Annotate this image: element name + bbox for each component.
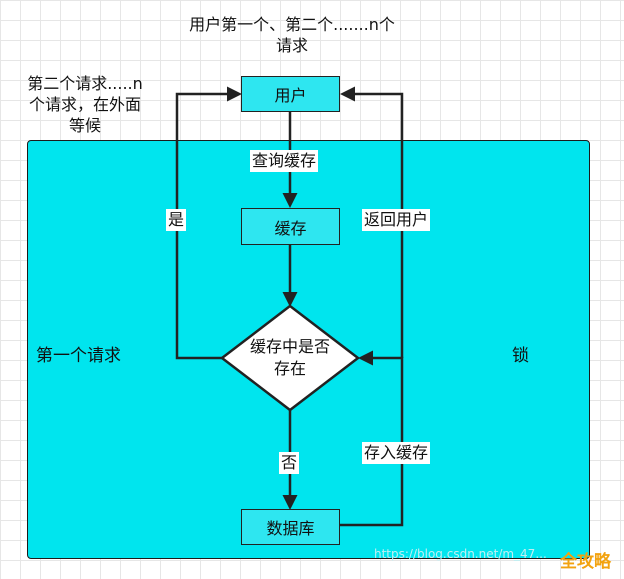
node-cache: 缓存 xyxy=(241,208,340,245)
edge-label-no: 否 xyxy=(279,452,300,474)
node-user: 用户 xyxy=(241,76,340,112)
left-note-line3: 等候 xyxy=(68,116,101,135)
node-cache-label: 缓存 xyxy=(274,218,307,238)
edge-yes xyxy=(175,86,242,360)
region-label-lock: 锁 xyxy=(512,346,529,366)
edge-store-cache xyxy=(340,350,404,527)
top-note: 用户第一个、第二个.......n个 请求 xyxy=(168,14,416,56)
decision-line2: 存在 xyxy=(273,359,306,378)
edge-label-return-user: 返回用户 xyxy=(362,209,431,231)
node-decision-label: 缓存中是否 存在 xyxy=(232,336,348,380)
left-note: 第二个请求.....n 个请求，在外面 等候 xyxy=(10,73,160,136)
node-database-label: 数据库 xyxy=(266,519,315,538)
top-note-line2: 请求 xyxy=(275,36,308,55)
top-note-line1: 用户第一个、第二个.......n个 xyxy=(189,15,395,34)
site-logo: 全攻略 xyxy=(560,552,611,572)
region-label-first-request: 第一个请求 xyxy=(36,346,121,366)
node-database: 数据库 xyxy=(241,509,340,545)
edge-label-store-cache: 存入缓存 xyxy=(362,442,431,464)
left-note-line1: 第二个请求.....n xyxy=(27,74,143,93)
edge-label-yes: 是 xyxy=(166,209,187,231)
left-note-line2: 个请求，在外面 xyxy=(28,95,141,114)
edge-return-user xyxy=(340,86,404,358)
edge-label-query-cache: 查询缓存 xyxy=(250,150,319,172)
decision-diamond xyxy=(219,304,361,412)
decision-line1: 缓存中是否 xyxy=(249,337,330,356)
watermark-text: https://blog.csdn.net/m_47... xyxy=(374,547,547,561)
node-user-label: 用户 xyxy=(274,86,307,105)
